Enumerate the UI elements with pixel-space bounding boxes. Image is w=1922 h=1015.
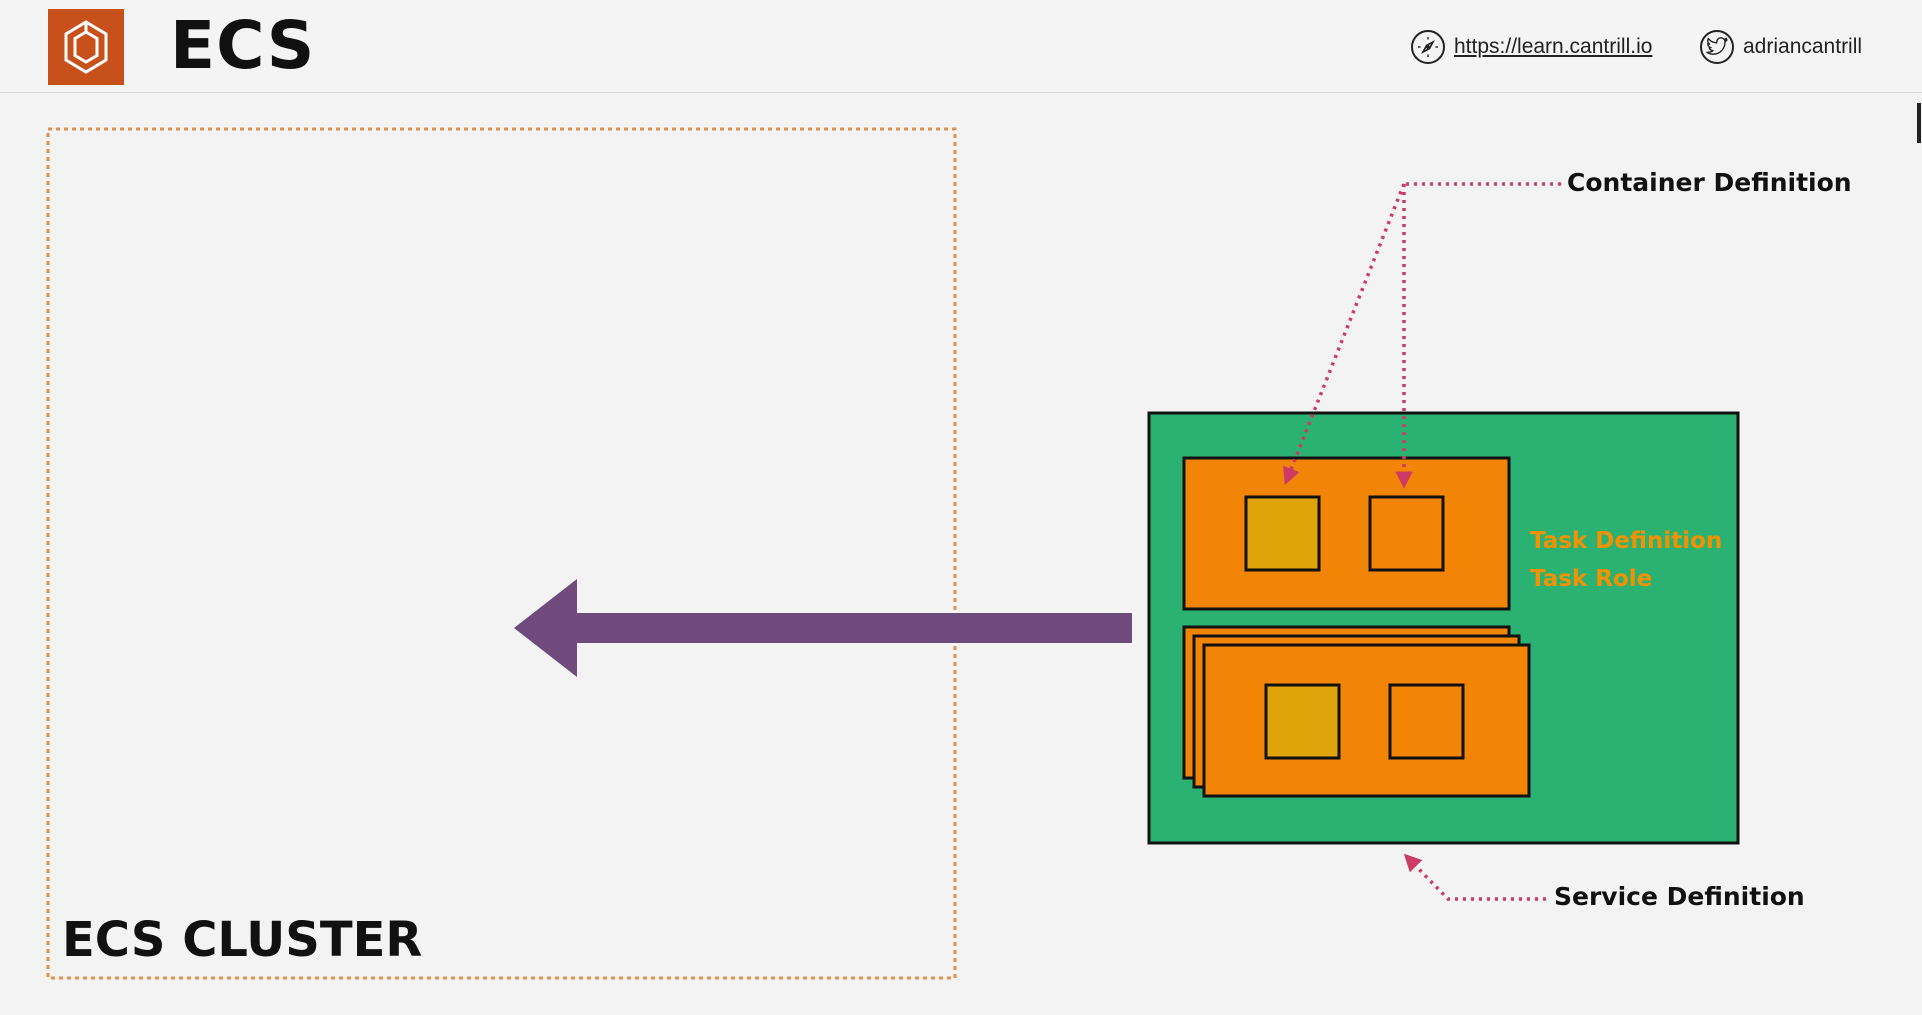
container-box (1388, 683, 1465, 760)
container-box (1264, 683, 1341, 760)
task-definition-label: Task Definition (1530, 528, 1723, 554)
task-stack (1182, 625, 1531, 798)
edge-marker (1917, 103, 1921, 143)
header-bar: ECS https://learn.cantrill.io (0, 0, 1922, 93)
website-link-text[interactable]: https://learn.cantrill.io (1454, 35, 1653, 58)
twitter-handle-text[interactable]: adriancantrill (1743, 35, 1863, 58)
compass-icon (1411, 30, 1445, 64)
page-title: ECS (170, 7, 316, 84)
container-box (1244, 495, 1321, 572)
task-definition-box (1182, 456, 1511, 611)
deploy-arrow (514, 579, 1132, 677)
website-link[interactable]: https://learn.cantrill.io (1411, 28, 1652, 66)
ecs-cluster-boundary (46, 127, 957, 980)
twitter-bird-icon (1700, 30, 1734, 64)
ecs-cluster-label: ECS CLUSTER (62, 912, 423, 968)
container-definition-label: Container Definition (1567, 168, 1852, 197)
service-definition-callout (1403, 853, 1546, 901)
container-box (1368, 495, 1445, 572)
twitter-link[interactable]: adriancantrill (1700, 28, 1862, 66)
service-definition-label: Service Definition (1554, 882, 1805, 911)
ecs-logo-icon (48, 9, 124, 85)
task-role-label: Task Role (1530, 566, 1653, 592)
container-definition-callout (1283, 182, 1561, 489)
